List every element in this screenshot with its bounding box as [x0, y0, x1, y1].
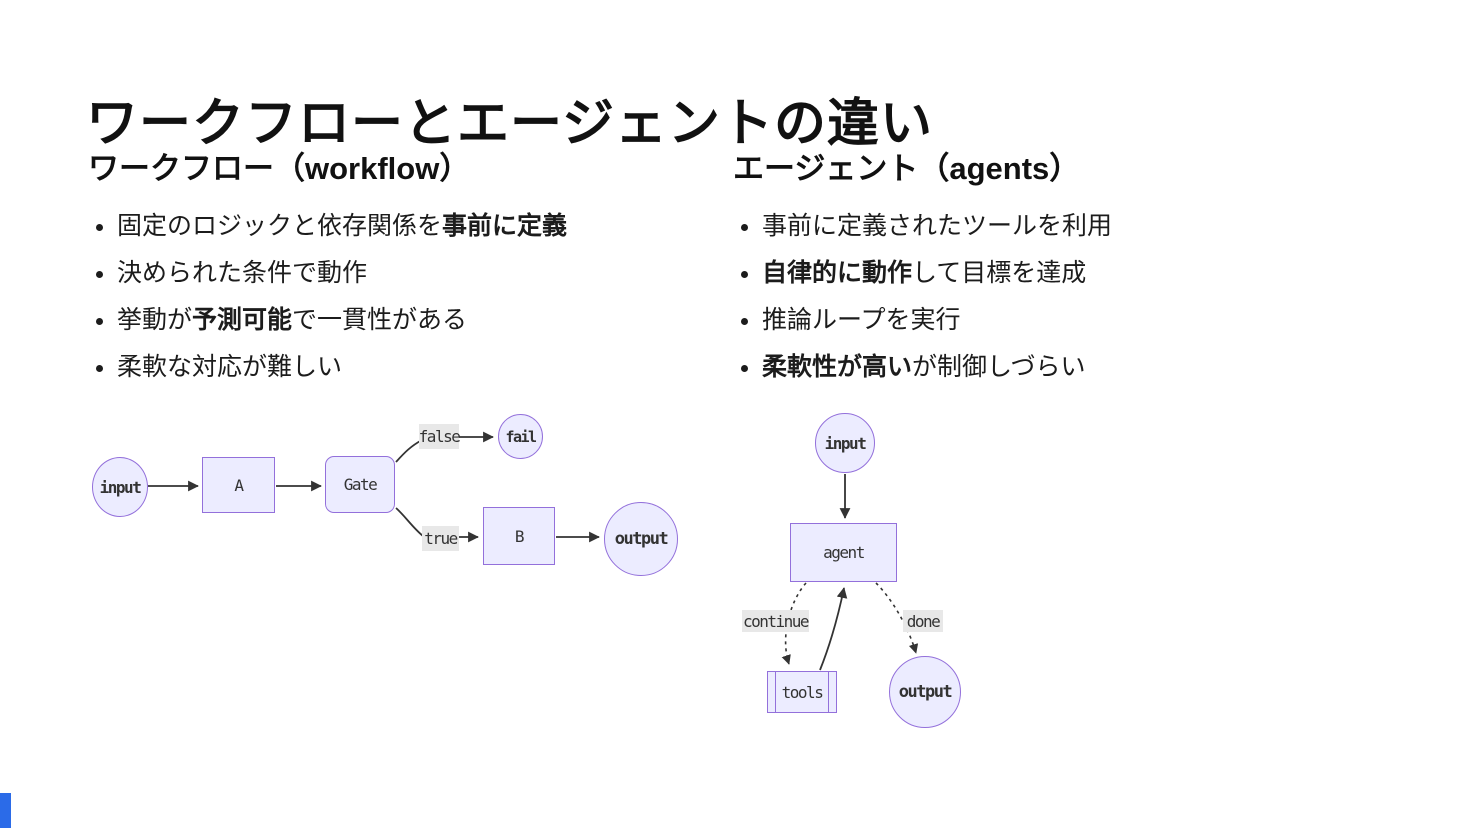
workflow-input-node: input — [92, 457, 148, 517]
agents-column: エージェント（agents） 事前に定義されたツールを利用 自律的に動作して目標… — [733, 143, 1373, 399]
node-label: fail — [505, 427, 537, 446]
node-label: B — [514, 526, 525, 546]
node-label: output — [614, 529, 669, 549]
workflow-output-node: output — [604, 502, 678, 576]
workflow-diagram: input A Gate false fail true B output — [85, 400, 705, 590]
workflow-b-node: B — [483, 507, 555, 565]
workflow-a-node: A — [202, 457, 275, 513]
workflow-gate-node: Gate — [325, 456, 395, 513]
node-label: agent — [823, 543, 865, 562]
agents-heading: エージェント（agents） — [733, 151, 1081, 186]
workflow-heading: ワークフロー（workflow） — [88, 151, 471, 186]
edge-label-text: false — [418, 427, 461, 446]
node-label: tools — [781, 682, 824, 702]
workflow-diagram-edges — [148, 431, 600, 543]
edge-label-continue: continue — [742, 610, 810, 632]
edge-label-false: false — [418, 424, 461, 449]
agents-bullet-list: 事前に定義されたツールを利用 自律的に動作して目標を達成 推論ループを実行 柔軟… — [733, 211, 1373, 382]
edge-label-text: continue — [742, 611, 810, 631]
node-label: A — [234, 475, 244, 495]
list-item: 推論ループを実行 — [762, 305, 1373, 335]
agent-tools-node: tools — [767, 671, 837, 713]
workflow-column: ワークフロー（workflow） 固定のロジックと依存関係を事前に定義 決められ… — [88, 143, 728, 399]
edge-label-text: true — [424, 529, 458, 548]
workflow-bullet-list: 固定のロジックと依存関係を事前に定義 決められた条件で動作 挙動が予測可能で一貫… — [88, 211, 728, 382]
list-item: 柔軟性が高いが制御しづらい — [762, 352, 1373, 382]
list-item: 柔軟な対応が難しい — [117, 352, 728, 382]
agent-diagram-edges — [781, 474, 919, 671]
edge-label-true: true — [422, 526, 459, 551]
list-item: 事前に定義されたツールを利用 — [762, 211, 1373, 241]
agent-agent-node: agent — [790, 523, 897, 582]
agent-input-node: input — [815, 413, 875, 473]
node-label: Gate — [343, 475, 378, 494]
workflow-fail-node: fail — [498, 414, 543, 459]
list-item: 決められた条件で動作 — [117, 258, 728, 288]
list-item: 固定のロジックと依存関係を事前に定義 — [117, 211, 728, 241]
edge-label-text: done — [906, 611, 941, 631]
list-item: 挙動が予測可能で一貫性がある — [117, 305, 728, 335]
bottom-left-accent-bar — [0, 793, 11, 828]
agent-diagram: input agent continue done tools output — [730, 405, 1000, 735]
edge-label-done: done — [903, 610, 943, 632]
node-label: input — [99, 477, 142, 497]
agent-output-node: output — [889, 656, 961, 728]
node-label: input — [824, 433, 867, 453]
page-title: ワークフローとエージェントの違い — [86, 94, 933, 153]
list-item: 自律的に動作して目標を達成 — [762, 258, 1373, 288]
node-label: output — [898, 682, 953, 702]
